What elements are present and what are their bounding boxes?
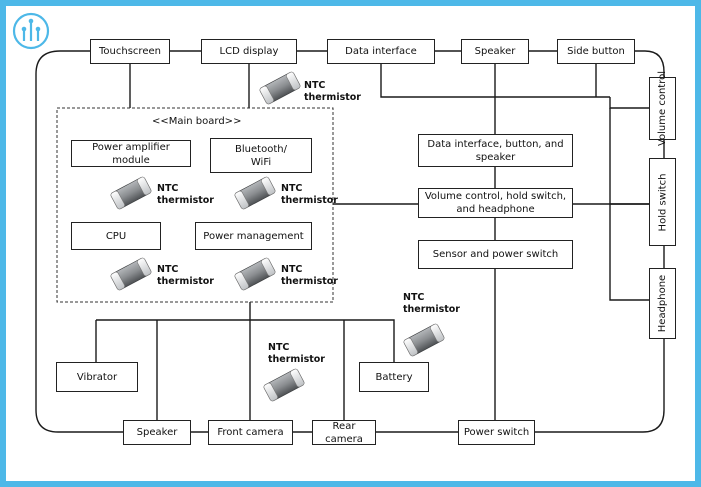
ntc-label-battery: NTC thermistor: [403, 292, 460, 315]
ntc-label-power-amp: NTC thermistor: [157, 183, 214, 206]
volume-control-box: Volume control: [649, 71, 676, 146]
main-board-outline: [56, 107, 334, 303]
power-amplifier-box: Power amplifier module: [71, 140, 191, 167]
speaker-top-box: Speaker: [461, 39, 529, 64]
ntc-chip-lcd: [258, 70, 302, 106]
vibrator-box: Vibrator: [56, 362, 138, 392]
ntc-label-power-management: NTC thermistor: [281, 264, 338, 287]
data-interface-box: Data interface: [327, 39, 435, 64]
cpu-box: CPU: [71, 222, 161, 250]
ntc-chip-cpu: [109, 256, 153, 292]
headphone-box: Headphone: [649, 268, 676, 339]
ntc-label-front-camera: NTC thermistor: [268, 342, 325, 365]
touchscreen-box: Touchscreen: [90, 39, 170, 64]
ntc-chip-battery: [402, 322, 446, 358]
sensor-power-block: Sensor and power switch: [418, 240, 573, 269]
device-outline: [35, 50, 665, 433]
power-switch-box: Power switch: [458, 420, 535, 445]
front-camera-box: Front camera: [208, 420, 293, 445]
data-button-speaker-block: Data interface, button, and speaker: [418, 134, 573, 167]
ntc-chip-power-amp: [109, 175, 153, 211]
power-management-box: Power management: [195, 222, 312, 250]
brand-logo: [12, 12, 50, 50]
battery-box: Battery: [359, 362, 429, 392]
ntc-label-cpu: NTC thermistor: [157, 264, 214, 287]
speaker-bottom-box: Speaker: [123, 420, 191, 445]
side-button-box: Side button: [557, 39, 635, 64]
volume-hold-headphone-block: Volume control, hold switch, and headpho…: [418, 188, 573, 218]
rear-camera-box: Rear camera: [312, 420, 376, 445]
ntc-chip-bluetooth: [233, 175, 277, 211]
ntc-label-lcd: NTC thermistor: [304, 80, 361, 103]
ntc-chip-power-management: [233, 256, 277, 292]
main-board-label: <<Main board>>: [152, 116, 242, 127]
hold-switch-box: Hold switch: [649, 158, 676, 246]
bluetooth-wifi-box: Bluetooth/ WiFi: [210, 138, 312, 173]
lcd-display-box: LCD display: [201, 39, 297, 64]
ntc-label-bluetooth: NTC thermistor: [281, 183, 338, 206]
ntc-chip-front-camera: [262, 367, 306, 403]
